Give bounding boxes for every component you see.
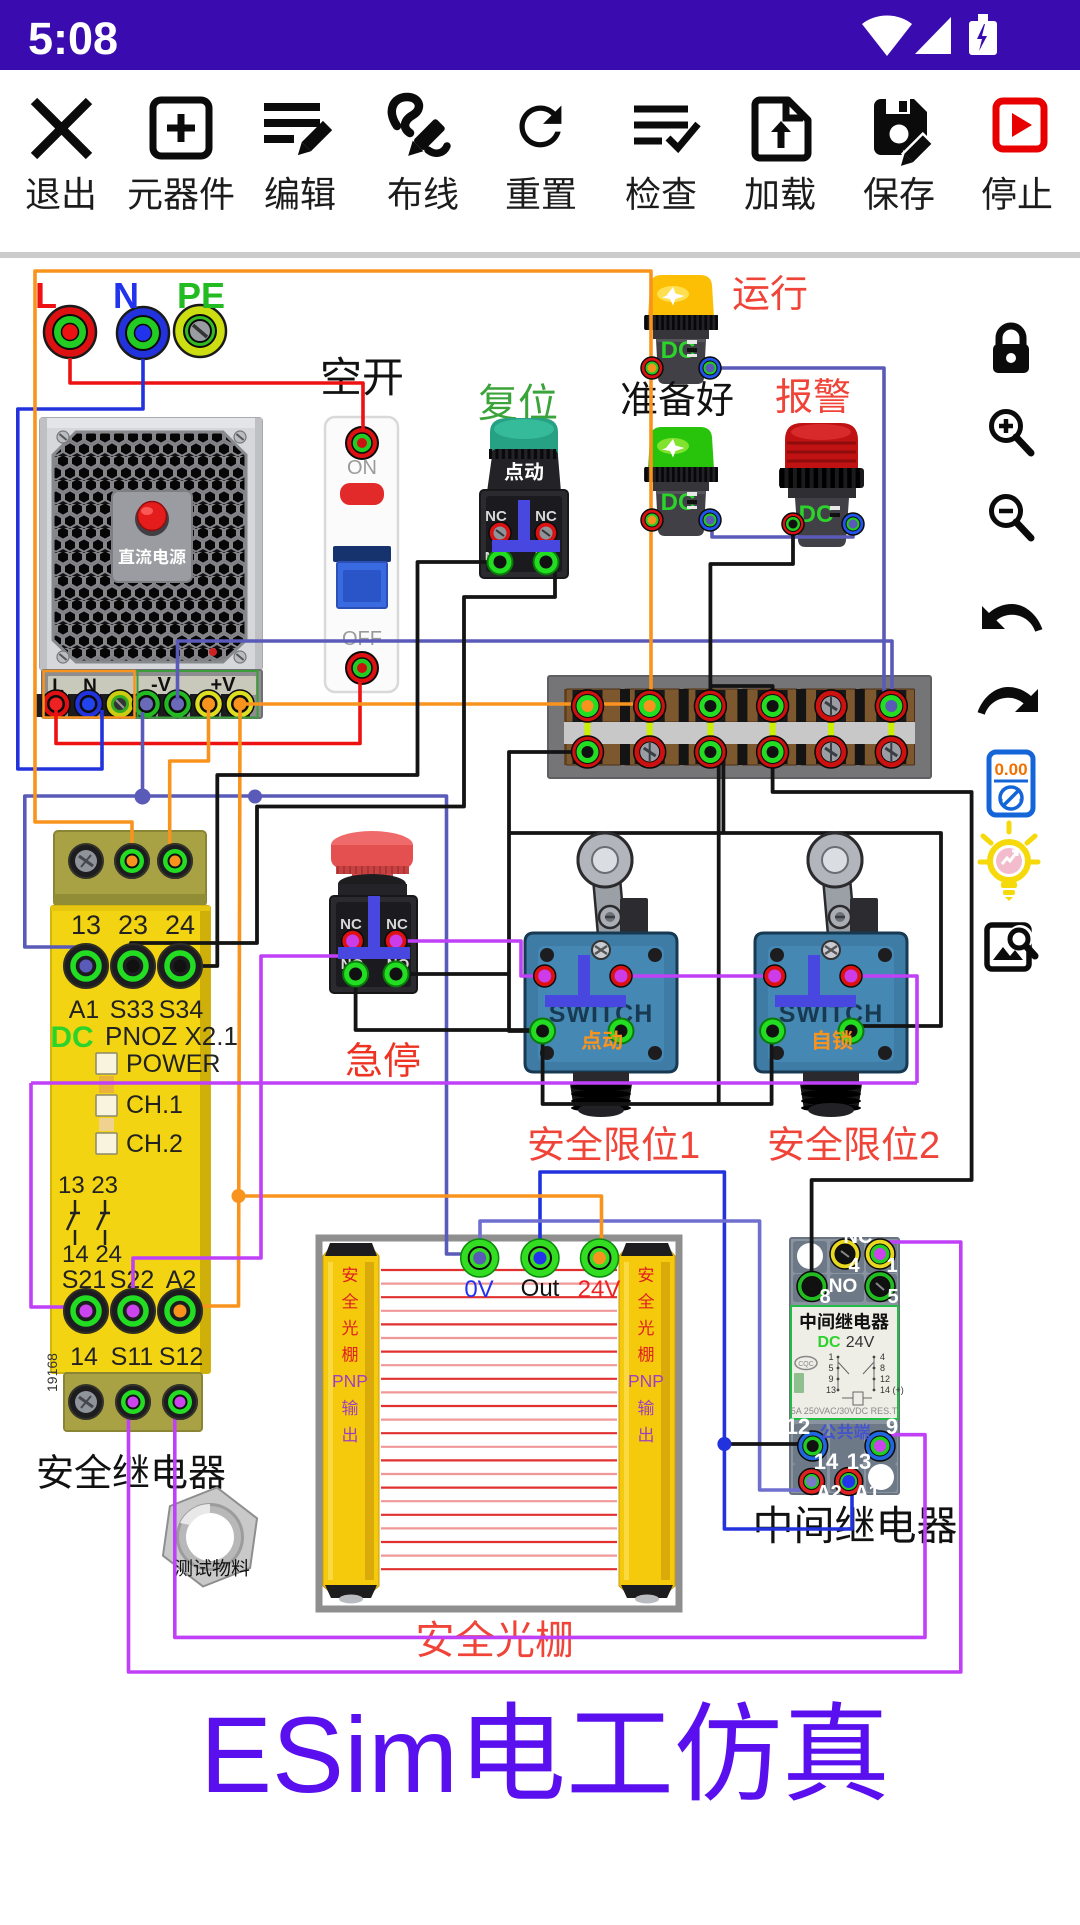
svg-text:ON: ON: [347, 457, 377, 479]
svg-text:5: 5: [828, 1363, 833, 1373]
svg-text:19168: 19168: [44, 1353, 60, 1392]
svg-text:0.00: 0.00: [994, 760, 1027, 779]
svg-text:1: 1: [886, 1255, 897, 1277]
svg-text:13 23: 13 23: [58, 1172, 118, 1199]
svg-text:PNOZ X2.1: PNOZ X2.1: [105, 1021, 238, 1051]
svg-text:12: 12: [880, 1374, 890, 1384]
svg-text:NC: NC: [485, 508, 507, 525]
svg-text:POWER: POWER: [126, 1050, 220, 1078]
svg-text:4: 4: [880, 1352, 885, 1362]
svg-text:12: 12: [786, 1414, 810, 1439]
svg-text:ESim: ESim: [200, 1694, 458, 1815]
svg-text:NC: NC: [340, 916, 362, 933]
svg-text:9: 9: [828, 1374, 833, 1384]
svg-text:14 24: 14 24: [62, 1241, 122, 1268]
svg-text:4: 4: [848, 1255, 860, 1277]
svg-text:NC: NC: [535, 508, 557, 525]
svg-text:A2: A2: [816, 1482, 842, 1504]
svg-text:A1: A1: [854, 1482, 880, 1504]
svg-text:24V: 24V: [846, 1334, 875, 1351]
svg-text:-V: -V: [151, 674, 172, 696]
svg-text:CH.1: CH.1: [126, 1091, 183, 1119]
svg-text:NC: NC: [386, 916, 408, 933]
svg-text:S34: S34: [159, 996, 204, 1024]
svg-text:OFF: OFF: [342, 628, 382, 650]
svg-text:8: 8: [819, 1286, 830, 1308]
svg-text:1: 1: [679, 1125, 700, 1167]
svg-text:+V: +V: [210, 674, 236, 696]
svg-text:13: 13: [847, 1449, 871, 1474]
svg-text:5:08: 5:08: [28, 13, 118, 64]
svg-text:DC: DC: [817, 1334, 841, 1351]
svg-text:CQC: CQC: [798, 1361, 814, 1368]
svg-text:PNP: PNP: [628, 1371, 664, 1391]
svg-text:N: N: [113, 275, 139, 316]
svg-text:9: 9: [886, 1414, 898, 1439]
svg-text:DC: DC: [50, 1021, 93, 1054]
svg-text:A1: A1: [69, 996, 100, 1024]
svg-text:14: 14: [814, 1449, 839, 1474]
svg-text:S11: S11: [111, 1343, 154, 1371]
svg-text:CH.2: CH.2: [126, 1130, 183, 1158]
svg-text:5: 5: [887, 1286, 898, 1308]
svg-text:13: 13: [826, 1385, 836, 1395]
svg-text:1: 1: [828, 1352, 833, 1362]
svg-text:0V: 0V: [464, 1276, 493, 1303]
svg-text:PE: PE: [177, 275, 225, 316]
svg-text:14: 14: [70, 1343, 98, 1371]
svg-text:S33: S33: [110, 996, 154, 1024]
svg-text:23: 23: [118, 910, 148, 940]
svg-text:13: 13: [71, 910, 101, 940]
svg-text:PNP: PNP: [332, 1371, 368, 1391]
svg-text:L: L: [35, 275, 57, 316]
svg-text:Out: Out: [521, 1275, 560, 1302]
svg-text:NO: NO: [829, 1276, 858, 1297]
svg-text:8: 8: [880, 1363, 885, 1373]
svg-text:NC: NC: [844, 1226, 873, 1248]
svg-text:24V: 24V: [578, 1276, 621, 1303]
svg-text:S12: S12: [159, 1343, 203, 1371]
svg-text:24: 24: [165, 910, 195, 940]
svg-text:5A 250VAC/30VDC RES.T: 5A 250VAC/30VDC RES.T: [791, 1406, 898, 1416]
svg-text:14 (+): 14 (+): [880, 1385, 904, 1395]
svg-text:2: 2: [919, 1125, 940, 1167]
